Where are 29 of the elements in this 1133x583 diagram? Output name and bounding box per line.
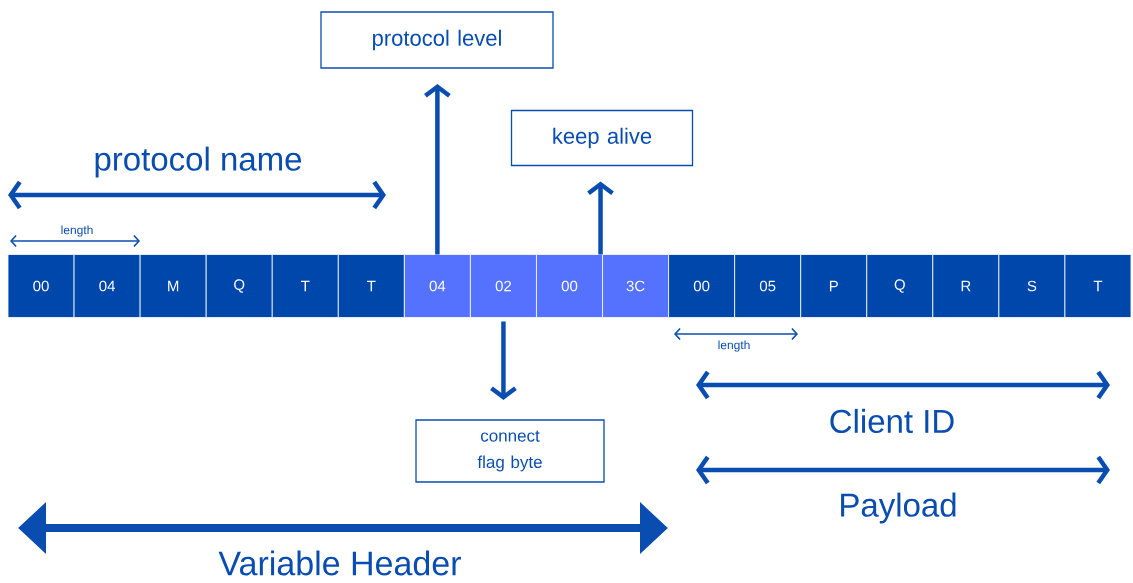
- byte-cell: Q: [205, 254, 273, 318]
- label-box: protocol level: [320, 11, 554, 69]
- arrow: [587, 181, 614, 255]
- byte-cell: 02: [470, 254, 537, 318]
- dimension-label: Payload: [841, 492, 956, 524]
- dimension-label: Client ID: [830, 408, 954, 434]
- dimension-label: protocol name: [95, 146, 302, 178]
- byte-cell: T: [1064, 254, 1132, 318]
- byte-cell: 05: [734, 254, 802, 318]
- dimension-label: Variable Header: [218, 550, 461, 576]
- arrow: [424, 84, 451, 255]
- arrow: [490, 321, 517, 400]
- label-box: connect flag byte: [415, 419, 605, 483]
- label-box: keep alive: [510, 109, 694, 167]
- dimension-label: length: [718, 340, 750, 352]
- byte-cell: 00: [7, 254, 75, 318]
- byte-cell: R: [932, 254, 1000, 318]
- byte-cell: T: [271, 254, 339, 318]
- byte-cell: S: [998, 254, 1066, 318]
- byte-cell: Q: [866, 254, 934, 318]
- byte-cell: 3C: [602, 254, 669, 318]
- byte-cell: 00: [536, 254, 603, 318]
- dimension-label: length: [61, 225, 93, 237]
- byte-cell: P: [800, 254, 868, 318]
- byte-cell: M: [139, 254, 207, 318]
- byte-cell: 04: [403, 254, 471, 318]
- byte-cell: T: [337, 254, 405, 318]
- byte-cell: 04: [73, 254, 141, 318]
- byte-cell: 00: [668, 254, 736, 318]
